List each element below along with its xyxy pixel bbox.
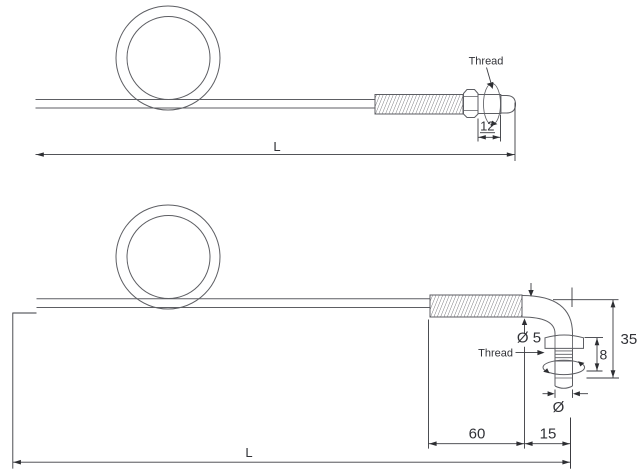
dim-L-value: L bbox=[273, 139, 280, 154]
dim-L-arrow-left bbox=[36, 152, 44, 157]
washer-arrowhead-right bbox=[578, 361, 585, 367]
dimension-8: 8 bbox=[584, 337, 608, 372]
dim-L-left-bracket bbox=[12, 312, 37, 469]
washer-arrowhead-left bbox=[543, 368, 550, 374]
dimension-length-top: L bbox=[35, 102, 516, 161]
stud-bottom-cap bbox=[554, 385, 573, 389]
dim-15-arrow-left bbox=[525, 441, 533, 446]
dim-8-arrow-up bbox=[594, 338, 600, 346]
dim-d5-value: Ø 5 bbox=[517, 330, 541, 347]
hex-nut bbox=[544, 334, 584, 349]
bottom-drawing: Ø 5 Thread 8 35 Ø bbox=[12, 204, 638, 469]
dim-60-arrow-left bbox=[429, 441, 437, 446]
dim-L-value: L bbox=[245, 445, 252, 460]
dim-35-arrow-up bbox=[610, 300, 616, 308]
dim-dia-arrow-left bbox=[572, 391, 580, 397]
loop-inner-circle bbox=[126, 215, 211, 299]
dim-15-arrow-right bbox=[562, 441, 570, 446]
threaded-section bbox=[374, 94, 464, 115]
dimension-12: 12 bbox=[477, 114, 501, 142]
dim-35-value: 35 bbox=[621, 331, 638, 348]
loop-outer-circle bbox=[115, 204, 221, 310]
dim-d5-arrow-down bbox=[528, 290, 534, 297]
nut-facet-lines bbox=[554, 336, 573, 349]
dim-8-arrow-down bbox=[594, 363, 600, 371]
thread-callout: Thread bbox=[478, 348, 545, 360]
dim-12-arrow-right bbox=[492, 135, 501, 140]
thread-label: Thread bbox=[469, 56, 504, 68]
dim-dia-extension-lines bbox=[554, 389, 573, 398]
thread-callout: Thread bbox=[469, 56, 504, 89]
rod-outline bbox=[35, 99, 375, 109]
dim-L-arrow-right bbox=[506, 152, 515, 157]
elbow-bend bbox=[521, 295, 573, 337]
threaded-section bbox=[429, 294, 523, 318]
loop-outer-circle bbox=[115, 5, 221, 111]
dim-L-arrow-right bbox=[562, 459, 570, 465]
loop-inner-circle bbox=[126, 16, 211, 100]
thread-leader-line bbox=[486, 67, 492, 85]
bend-inner-curve bbox=[521, 316, 556, 337]
wire-loop bbox=[115, 5, 221, 111]
washer bbox=[542, 359, 586, 376]
dim-60-value: 60 bbox=[469, 426, 486, 443]
dim-12-value: 12 bbox=[480, 118, 494, 133]
thread-circle-arrowhead-bottom bbox=[490, 120, 498, 127]
rod-outline bbox=[36, 298, 430, 308]
dim-35-arrow-down bbox=[610, 370, 616, 378]
dim-35-lines bbox=[553, 287, 619, 379]
dim-d5-arrow-up bbox=[521, 318, 528, 325]
dimension-35: 35 bbox=[553, 287, 638, 379]
dim-dia-value: Ø bbox=[553, 399, 565, 416]
dimension-wire-diameter: Ø 5 bbox=[517, 283, 541, 449]
bend-outer-curve bbox=[521, 295, 573, 337]
dim-60-arrow-right bbox=[516, 441, 524, 446]
dimension-60-15: 60 15 bbox=[428, 319, 571, 469]
dim-dia-arrow-right bbox=[547, 391, 555, 397]
dim-8-value: 8 bbox=[600, 347, 608, 363]
nut-chamfer-lines bbox=[463, 96, 478, 111]
stud-thread-lines bbox=[555, 350, 573, 362]
dim-15-value: 15 bbox=[540, 426, 557, 443]
vertical-stud bbox=[542, 348, 586, 389]
top-drawing: Thread 12 L bbox=[35, 5, 517, 161]
hex-nut bbox=[463, 89, 479, 118]
thread-leader-arrowhead bbox=[488, 82, 494, 89]
dimension-length-bottom: L bbox=[12, 312, 571, 469]
dim-L-arrow-left bbox=[13, 459, 21, 465]
dim-12-arrow-left bbox=[478, 135, 486, 140]
thread-label: Thread bbox=[478, 348, 513, 360]
end-cap bbox=[500, 95, 517, 114]
thread-leader-arrowhead bbox=[537, 350, 545, 356]
wire-loop bbox=[115, 204, 221, 310]
dimension-stud-diameter: Ø bbox=[542, 389, 588, 416]
